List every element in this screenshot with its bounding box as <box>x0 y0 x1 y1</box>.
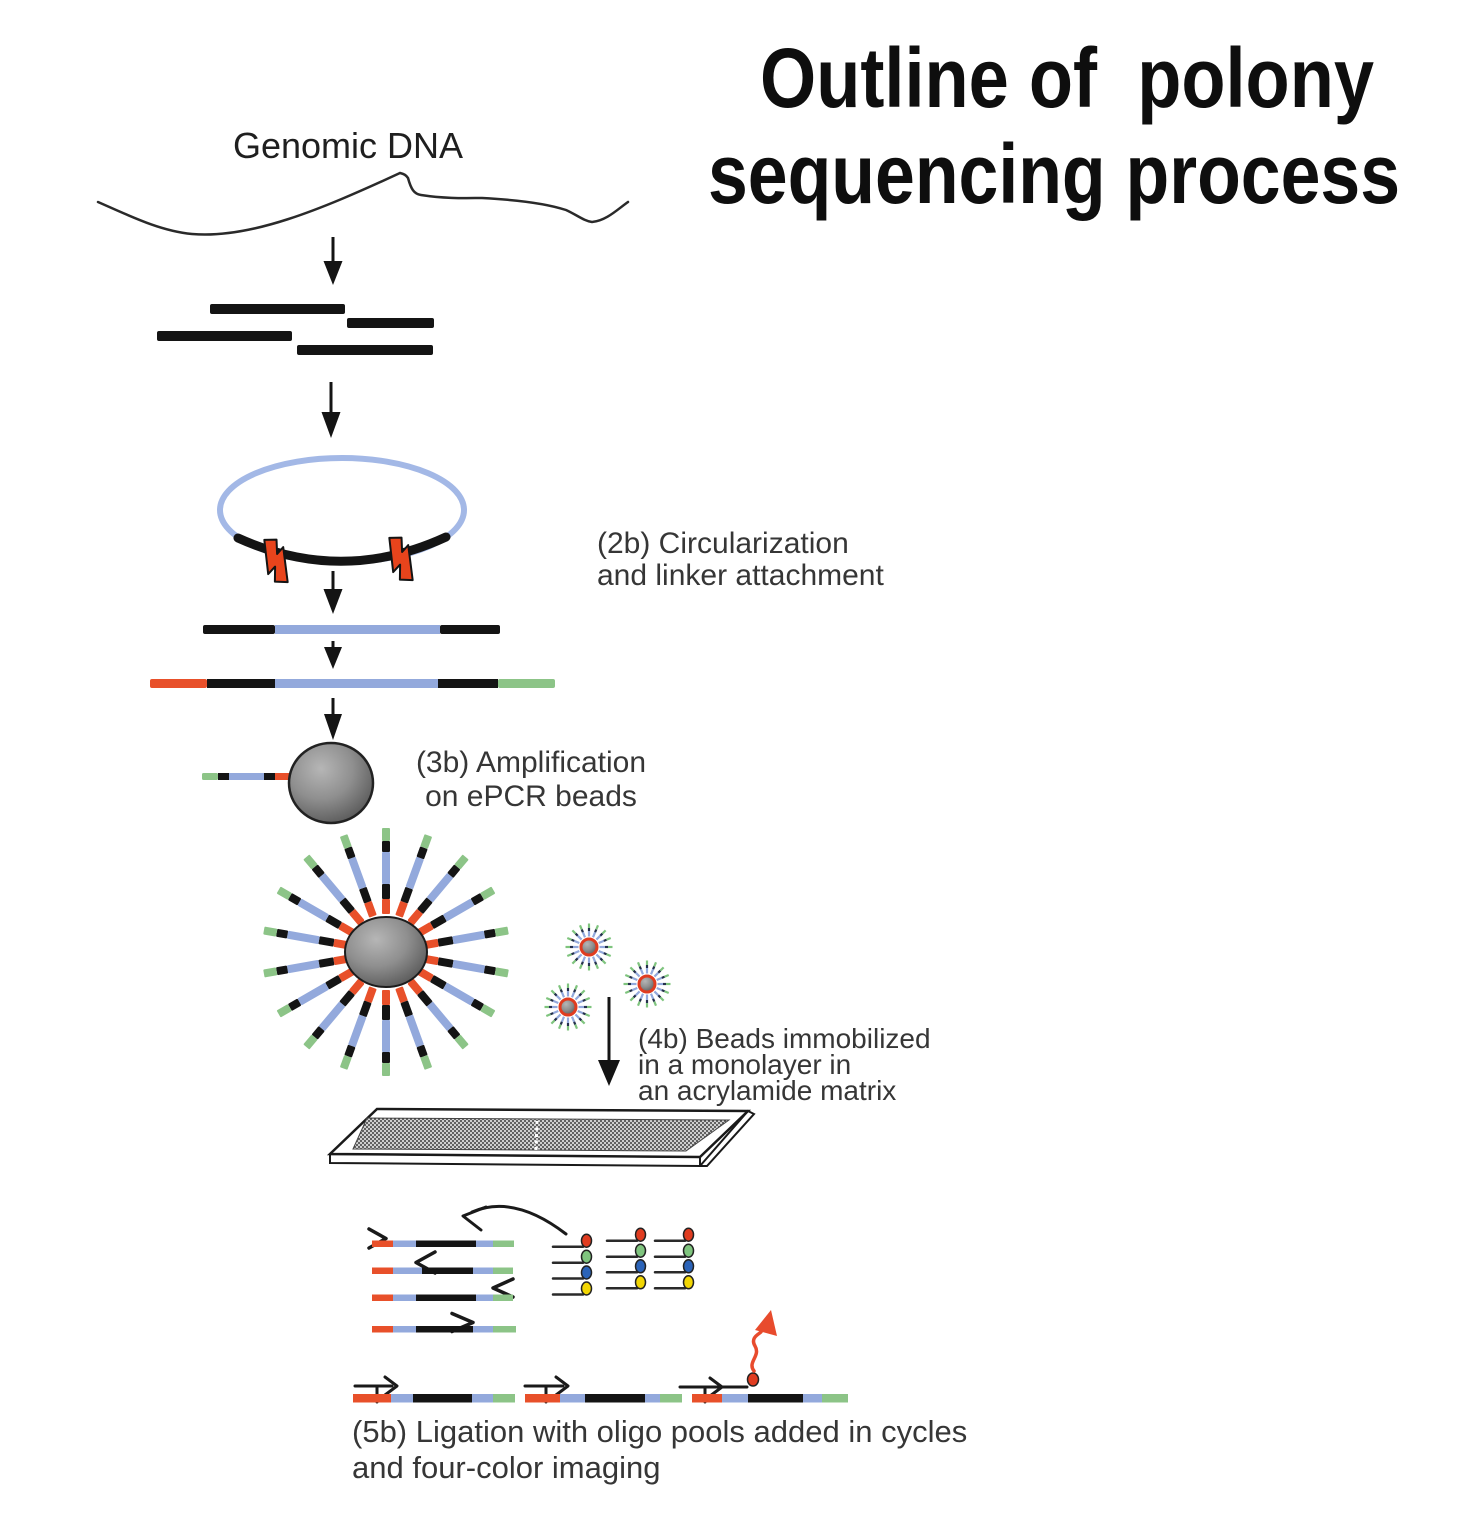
genomic-dna-squiggle <box>96 171 630 236</box>
step-2b-line-2: and linker attachment <box>597 559 884 592</box>
step-2b-line-1: (2b) Circularization <box>597 527 849 560</box>
sequencing-strand-1 <box>353 1375 515 1404</box>
oligo-pool <box>551 1227 695 1296</box>
epcr-bead <box>202 741 375 825</box>
step-5b-line-2: and four-color imaging <box>352 1450 660 1485</box>
bead-tail <box>202 773 292 780</box>
oligo-green <box>551 1249 593 1264</box>
acrylamide-slide <box>326 1107 756 1168</box>
title-line-1: Outline of polony <box>760 31 1374 125</box>
step-4b-line-1: (4b) Beads immobilized <box>638 1023 931 1054</box>
sequencing-strand-2 <box>523 1375 682 1404</box>
oligo-blue <box>605 1259 647 1274</box>
fluorescence-arrow <box>750 1310 777 1373</box>
step-3b-line-1: (3b) Amplification <box>416 746 646 779</box>
step-4b-line-3: an acrylamide matrix <box>638 1075 896 1106</box>
oligo-blue <box>653 1259 695 1274</box>
small-bead <box>624 961 671 1008</box>
step-5b-line-1: (5b) Ligation with oligo pools added in … <box>352 1414 967 1449</box>
oligo-yellow <box>653 1275 695 1290</box>
template-strand-4 <box>372 1326 516 1333</box>
oligo-blue <box>551 1265 593 1280</box>
circularized-dna <box>217 455 467 590</box>
template-strand-3 <box>372 1294 513 1301</box>
down-arrow-5 <box>324 698 342 740</box>
oligo-red <box>653 1227 695 1242</box>
curved-arrow <box>461 1204 568 1236</box>
amplified-bead <box>263 828 509 1076</box>
down-arrow-long <box>598 997 620 1086</box>
step-4b-line-2: in a monolayer in <box>638 1049 851 1080</box>
oligo-yellow <box>551 1281 593 1296</box>
down-arrow-3 <box>323 571 343 614</box>
oligo-green <box>605 1243 647 1258</box>
label-step-4b: (4b) Beads immobilized in a monolayer in… <box>638 1023 931 1106</box>
dna-fragments <box>157 304 434 355</box>
oligo-yellow <box>605 1275 647 1290</box>
page-title: Outline of polony sequencing process <box>708 31 1400 221</box>
down-arrow-4 <box>324 641 342 669</box>
primer-chevron-left <box>491 1277 515 1299</box>
sequencing-strand-3 <box>678 1310 848 1404</box>
slide-divider-dashed-line <box>534 1120 539 1151</box>
oligo-green <box>653 1243 695 1258</box>
step-3b-line-2: on ePCR beads <box>425 780 637 813</box>
small-bead <box>566 924 613 971</box>
title-line-2: sequencing process <box>708 127 1400 221</box>
label-step-5b: (5b) Ligation with oligo pools added in … <box>352 1414 967 1485</box>
oligo-red <box>605 1227 647 1242</box>
label-step-3b: (3b) Amplification on ePCR beads <box>416 746 646 813</box>
fluor-dot <box>746 1372 760 1387</box>
down-arrow-2 <box>321 382 341 438</box>
template-strand-group <box>367 1227 516 1334</box>
label-step-2b: (2b) Circularization and linker attachme… <box>597 527 884 592</box>
oligo-red <box>551 1233 593 1248</box>
adapter-bar <box>150 679 555 688</box>
down-arrow-1 <box>323 237 343 285</box>
small-bead <box>545 984 592 1031</box>
genomic-dna-label: Genomic DNA <box>233 125 463 166</box>
template-strand-2 <box>372 1267 513 1274</box>
template-strand-1 <box>372 1240 514 1247</box>
linker-bar <box>203 625 500 634</box>
